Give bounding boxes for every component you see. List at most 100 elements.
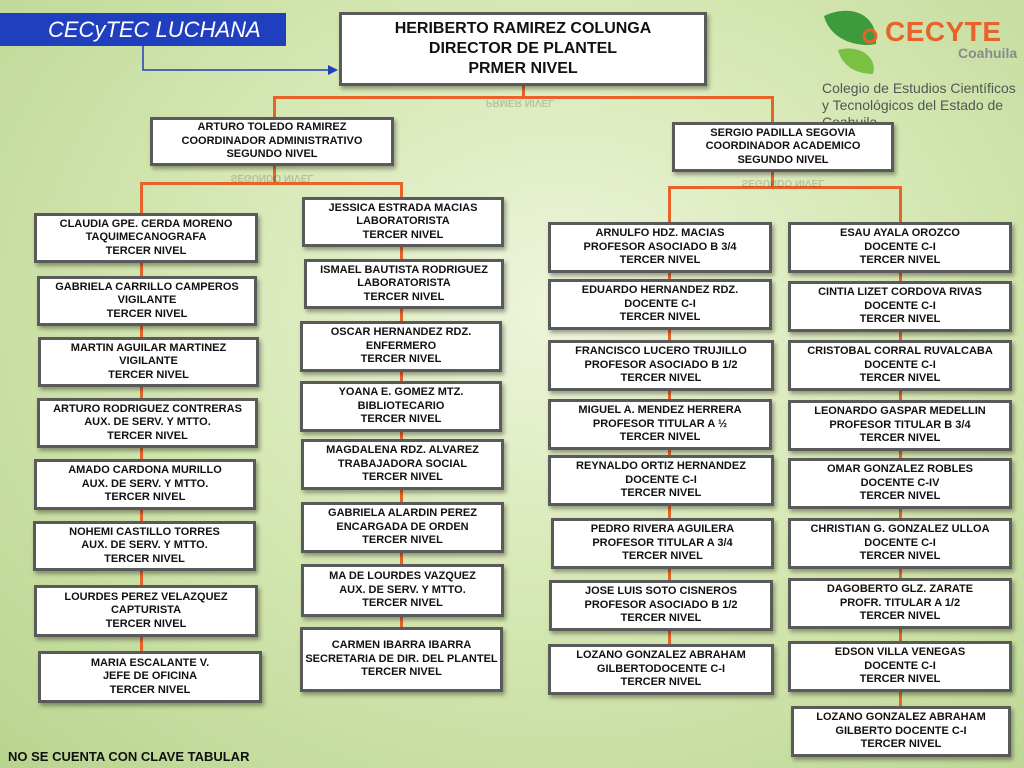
- staff-card: EDUARDO HERNANDEZ RDZ. DOCENTE C-I TERCE…: [548, 279, 772, 330]
- staff-role: DOCENTE C-I: [624, 297, 696, 310]
- staff-role: PROFESOR TITULAR A 3/4: [592, 536, 733, 549]
- staff-level: TERCER NIVEL: [622, 550, 703, 563]
- staff-name: MIGUEL A. MENDEZ HERRERA: [578, 404, 742, 417]
- staff-card: EDSON VILLA VENEGAS DOCENTE C-I TERCER N…: [788, 641, 1012, 692]
- staff-level: TERCER NIVEL: [620, 487, 702, 500]
- staff-level: TERCER NIVEL: [362, 534, 443, 547]
- staff-level: TERCER NIVEL: [360, 413, 442, 426]
- campus-title: CECyTEC LUCHANA: [0, 13, 286, 46]
- staff-name: ARTURO RODRIGUEZ CONTRERAS: [53, 402, 242, 415]
- staff-name: YOANA E. GOMEZ MTZ.: [338, 386, 464, 399]
- staff-level: TERCER NIVEL: [859, 254, 941, 267]
- staff-level: TERCER NIVEL: [107, 429, 188, 442]
- staff-card: FRANCISCO LUCERO TRUJILLO PROFESOR ASOCI…: [548, 340, 774, 391]
- staff-level: TERCER NIVEL: [105, 617, 187, 630]
- staff-role: ENCARGADA DE ORDEN: [336, 520, 469, 533]
- coordinator-role: COORDINADOR ADMINISTRATIVO: [181, 134, 363, 147]
- staff-name: OMAR GONZALEZ ROBLES: [826, 463, 974, 476]
- staff-name: AMADO CARDONA MURILLO: [68, 464, 222, 477]
- staff-role: AUX. DE SERV. Y MTTO.: [339, 583, 466, 596]
- staff-card: ARTURO RODRIGUEZ CONTRERAS AUX. DE SERV.…: [37, 398, 258, 448]
- staff-level: TERCER NIVEL: [859, 372, 941, 385]
- staff-card: OMAR GONZALEZ ROBLES DOCENTE C-IV TERCER…: [788, 458, 1012, 509]
- academic-coordinator-reflection: SEGUNDO NIVEL: [741, 177, 825, 188]
- coordinator-name: SERGIO PADILLA SEGOVIA: [710, 126, 856, 139]
- staff-role: CAPTURISTA: [110, 604, 182, 617]
- logo-description: Colegio de Estudios Científicos y Tecnol…: [822, 80, 1016, 130]
- staff-card: CARMEN IBARRA IBARRA SECRETARIA DE DIR. …: [300, 627, 503, 692]
- staff-name: JOSE LUIS SOTO CISNEROS: [585, 585, 737, 598]
- staff-role: LABORATORISTA: [356, 215, 450, 228]
- staff-level: TERCER NIVEL: [859, 550, 941, 563]
- staff-level: TERCER NIVEL: [361, 666, 442, 679]
- admin-coordinator-box: ARTURO TOLEDO RAMIREZ COORDINADOR ADMINI…: [150, 117, 394, 166]
- staff-role: SECRETARIA DE DIR. DEL PLANTEL: [305, 652, 498, 665]
- staff-name: OSCAR HERNANDEZ RDZ.: [330, 326, 472, 339]
- staff-level: TERCER NIVEL: [859, 610, 941, 623]
- staff-level: TERCER NIVEL: [109, 683, 191, 696]
- staff-card: CLAUDIA GPE. CERDA MORENO TAQUIMECANOGRA…: [34, 213, 258, 263]
- staff-level: TERCER NIVEL: [104, 552, 185, 565]
- staff-card: MAGDALENA RDZ. ALVAREZ TRABAJADORA SOCIA…: [301, 439, 504, 490]
- director-name: HERIBERTO RAMIREZ COLUNGA: [394, 20, 652, 37]
- staff-level: TERCER NIVEL: [859, 313, 941, 326]
- staff-level: TERCER NIVEL: [104, 491, 186, 504]
- staff-role: PROFESOR ASOCIADO B 1/2: [584, 598, 738, 611]
- staff-card: LOURDES PEREZ VELAZQUEZ CAPTURISTA TERCE…: [34, 585, 258, 637]
- staff-role: DOCENTE C-I: [864, 659, 936, 672]
- staff-card: MIGUEL A. MENDEZ HERRERA PROFESOR TITULA…: [548, 399, 772, 450]
- logo-name: CECYTE: [885, 16, 1002, 47]
- staff-name: ESAU AYALA OROZCO: [839, 227, 960, 240]
- staff-level: TERCER NIVEL: [620, 612, 702, 625]
- staff-role: DOCENTE C-I: [625, 473, 697, 486]
- staff-card: ARNULFO HDZ. MACIAS PROFESOR ASOCIADO B …: [548, 222, 772, 273]
- staff-card: JOSE LUIS SOTO CISNEROS PROFESOR ASOCIAD…: [549, 580, 773, 631]
- staff-name: CRISTOBAL CORRAL RUVALCABA: [807, 345, 993, 358]
- staff-role: GILBERTODOCENTE C-I: [596, 662, 726, 675]
- staff-level: TERCER NIVEL: [362, 471, 443, 484]
- staff-card: AMADO CARDONA MURILLO AUX. DE SERV. Y MT…: [34, 459, 256, 510]
- staff-role: VIGILANTE: [119, 355, 178, 368]
- staff-role: PROFESOR ASOCIADO B 3/4: [583, 240, 737, 253]
- staff-name: DAGOBERTO GLZ. ZARATE: [826, 583, 974, 596]
- leaf-logo-icon: [824, 10, 878, 74]
- staff-name: FRANCISCO LUCERO TRUJILLO: [575, 345, 747, 358]
- staff-card: ESAU AYALA OROZCO DOCENTE C-I TERCER NIV…: [788, 222, 1012, 273]
- staff-level: TERCER NIVEL: [362, 228, 444, 241]
- staff-name: LOZANO GONZALEZ ABRAHAM: [576, 649, 746, 662]
- staff-card: GABRIELA ALARDIN PEREZ ENCARGADA DE ORDE…: [301, 502, 504, 553]
- staff-level: TERCER NIVEL: [860, 738, 942, 751]
- logo-state: Coahuila: [958, 45, 1018, 61]
- staff-card: NOHEMI CASTILLO TORRES AUX. DE SERV. Y M…: [33, 521, 256, 571]
- staff-card: PEDRO RIVERA AGUILERA PROFESOR TITULAR A…: [551, 518, 774, 569]
- staff-name: LOURDES PEREZ VELAZQUEZ: [64, 590, 228, 603]
- staff-role: DOCENTE C-I: [864, 536, 936, 549]
- staff-level: TERCER NIVEL: [859, 432, 941, 445]
- staff-card: CINTIA LIZET CORDOVA RIVAS DOCENTE C-I T…: [788, 281, 1012, 332]
- staff-card: REYNALDO ORTIZ HERNANDEZ DOCENTE C-I TER…: [548, 455, 774, 506]
- staff-name: EDSON VILLA VENEGAS: [834, 646, 966, 659]
- staff-card: YOANA E. GOMEZ MTZ. BIBLIOTECARIO TERCER…: [300, 381, 502, 432]
- staff-level: TERCER NIVEL: [108, 368, 189, 381]
- staff-level: TERCER NIVEL: [363, 290, 445, 303]
- staff-name: NOHEMI CASTILLO TORRES: [69, 525, 220, 538]
- admin-coordinator-reflection: SEGUNDO NIVEL: [230, 172, 314, 183]
- staff-card: ISMAEL BAUTISTA RODRIGUEZ LABORATORISTA …: [304, 259, 504, 309]
- staff-role: DOCENTE C-I: [864, 358, 936, 371]
- staff-card: MARTIN AGUILAR MARTINEZ VIGILANTE TERCER…: [38, 337, 259, 387]
- coordinator-level: SEGUNDO NIVEL: [226, 148, 318, 161]
- coordinator-level: SEGUNDO NIVEL: [737, 153, 829, 166]
- staff-name: CINTIA LIZET CORDOVA RIVAS: [818, 286, 982, 299]
- staff-level: TERCER NIVEL: [619, 311, 701, 324]
- staff-role: PROFESOR TITULAR A ½: [592, 417, 728, 430]
- staff-name: MARIA ESCALANTE V.: [90, 656, 210, 669]
- staff-role: VIGILANTE: [117, 294, 177, 307]
- staff-name: PEDRO RIVERA AGUILERA: [590, 523, 735, 536]
- staff-card: JESSICA ESTRADA MACIAS LABORATORISTA TER…: [302, 197, 504, 247]
- staff-role: AUX. DE SERV. Y MTTO.: [81, 477, 209, 490]
- staff-level: TERCER NIVEL: [360, 353, 442, 366]
- staff-role: AUX. DE SERV. Y MTTO.: [84, 416, 211, 429]
- director-role: DIRECTOR DE PLANTEL: [428, 40, 618, 57]
- footer-note: NO SE CUENTA CON CLAVE TABULAR: [8, 749, 250, 764]
- director-box: HERIBERTO RAMIREZ COLUNGA DIRECTOR DE PL…: [339, 12, 707, 86]
